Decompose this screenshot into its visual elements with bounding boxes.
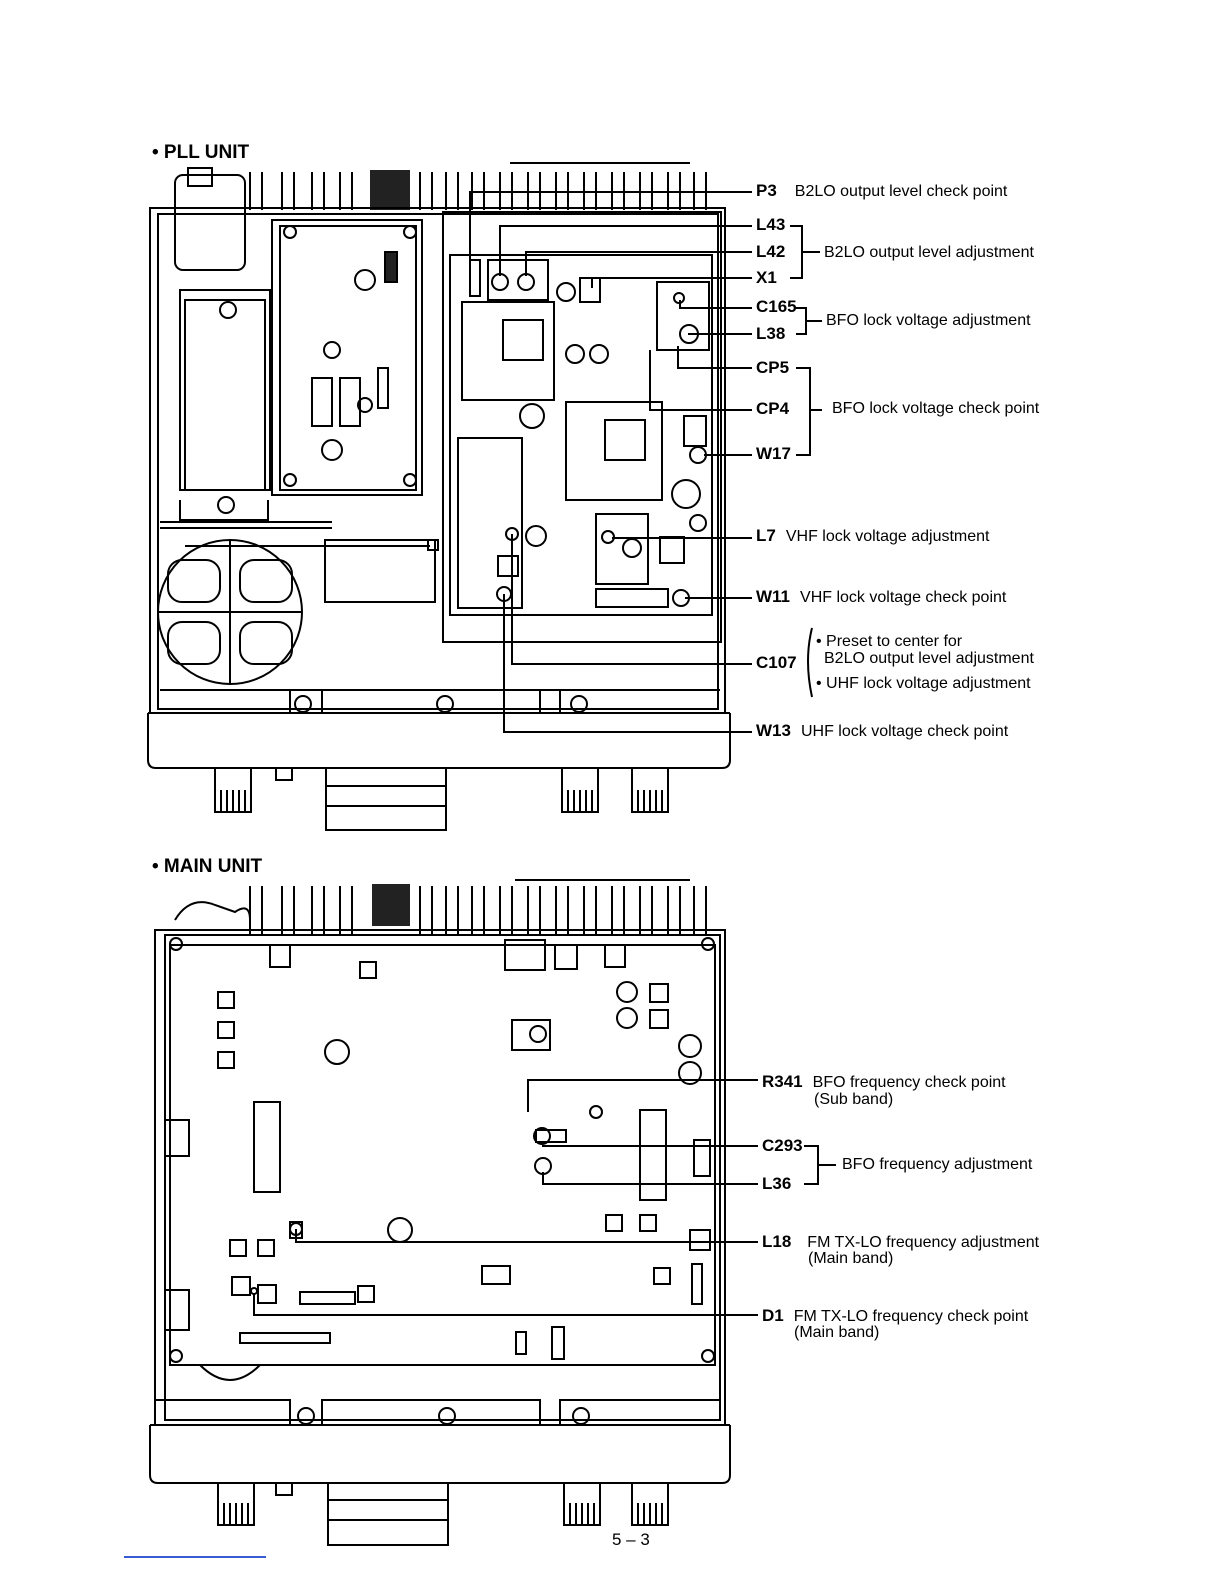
callout-ref: X1 [756, 268, 777, 287]
callout-r341: R341 BFO frequency check point [762, 1072, 1006, 1092]
callout-ref: C293 [762, 1136, 803, 1155]
callout-l36: L36 [762, 1174, 791, 1194]
footer-rule [124, 1556, 266, 1558]
callout-w17: W17 [756, 444, 791, 464]
callout-desc: VHF lock voltage adjustment [785, 528, 990, 545]
callout-ref: L36 [762, 1174, 792, 1193]
callout-sub: (Main band) [794, 1324, 880, 1341]
callout-ref: P3 [756, 181, 777, 200]
callout-bfo-frequency-adjustment: BFO frequency adjustment [842, 1156, 1032, 1174]
callout-desc: BFO lock voltage check point [832, 400, 1040, 417]
c107-note-1: • Preset to center for [816, 633, 963, 650]
callout-ref: L42 [756, 242, 786, 261]
callout-ref: L38 [756, 324, 786, 343]
callout-cp4: CP4 [756, 399, 789, 419]
callout-ref: W13 [756, 721, 791, 740]
callout-sub: (Main band) [808, 1250, 894, 1267]
callout-ref: D1 [762, 1306, 784, 1325]
main-unit-title: • MAIN UNIT [152, 856, 263, 877]
callout-p3: P3 B2LO output level check point [756, 181, 1007, 201]
callout-c293: C293 [762, 1136, 803, 1156]
callout-desc: BFO lock voltage adjustment [826, 312, 1031, 329]
callout-l38: L38 [756, 324, 785, 344]
callout-desc: B2LO output level check point [794, 183, 1008, 200]
callout-c165: C165 [756, 297, 797, 317]
callout-l42: L42 [756, 242, 785, 262]
callout-desc: UHF lock voltage check point [800, 723, 1009, 740]
callout-desc: B2LO output level adjustment [824, 244, 1034, 261]
page-number: 5 – 3 [612, 1530, 650, 1549]
callout-desc: FM TX-LO frequency check point [793, 1308, 1029, 1325]
callout-ref: CP4 [756, 399, 790, 418]
callout-c107: C107 [756, 653, 797, 673]
callout-ref: L18 [762, 1232, 792, 1251]
callout-r341-sub: (Sub band) [814, 1091, 893, 1109]
callout-l18-sub: (Main band) [808, 1250, 893, 1268]
callout-d1: D1 FM TX-LO frequency check point [762, 1306, 1028, 1326]
callout-desc: BFO frequency adjustment [842, 1156, 1033, 1173]
c107-note-2: B2LO output level adjustment [824, 650, 1034, 667]
callout-cp5: CP5 [756, 358, 789, 378]
callout-desc: VHF lock voltage check point [800, 589, 1007, 606]
callout-l43: L43 [756, 215, 785, 235]
pll-unit-drawing [147, 162, 822, 831]
main-unit-drawing [149, 879, 836, 1546]
callout-b2lo-adjustment: B2LO output level adjustment [824, 244, 1034, 262]
callout-w11: W11 VHF lock voltage check point [756, 587, 1006, 607]
callout-desc: FM TX-LO frequency adjustment [807, 1234, 1040, 1251]
callout-ref: C107 [756, 653, 797, 672]
callout-x1: X1 [756, 268, 777, 288]
callout-desc: BFO frequency check point [812, 1074, 1006, 1091]
callout-ref: W17 [756, 444, 791, 463]
callout-ref: L43 [756, 215, 786, 234]
pll-unit-title: • PLL UNIT [152, 142, 250, 163]
callout-ref: W11 [756, 587, 791, 606]
callout-ref: L7 [756, 526, 776, 545]
c107-note-3: • UHF lock voltage adjustment [816, 675, 1031, 692]
callout-l7: L7 VHF lock voltage adjustment [756, 526, 990, 546]
callout-sub: (Sub band) [814, 1091, 894, 1108]
callout-bfo-lock-check: BFO lock voltage check point [832, 400, 1039, 418]
callout-ref: CP5 [756, 358, 790, 377]
callout-ref: C165 [756, 297, 797, 316]
callout-bfo-lock-adjustment: BFO lock voltage adjustment [826, 312, 1031, 330]
callout-l18: L18 FM TX-LO frequency adjustment [762, 1232, 1039, 1252]
callout-w13: W13 UHF lock voltage check point [756, 721, 1008, 741]
callout-d1-sub: (Main band) [794, 1324, 879, 1342]
callout-ref: R341 [762, 1072, 803, 1091]
